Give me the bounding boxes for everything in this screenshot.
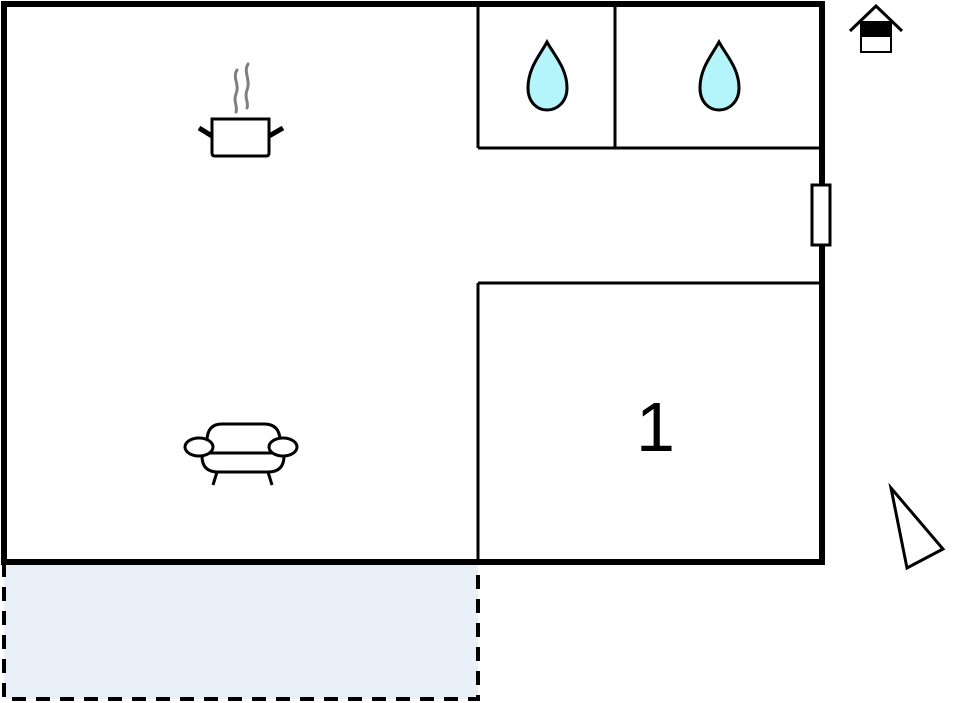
bedroom-number-label: 1 xyxy=(636,388,675,466)
kitchen-pot-icon xyxy=(197,62,285,158)
sofa-icon xyxy=(183,422,299,486)
inner-walls xyxy=(476,4,822,562)
water-drop-icon xyxy=(526,38,569,112)
north-arrow-icon xyxy=(888,482,946,571)
terrace xyxy=(2,563,480,701)
house-entrance-icon xyxy=(848,3,904,53)
entrance-door xyxy=(810,183,832,247)
water-drop-icon xyxy=(698,38,741,112)
